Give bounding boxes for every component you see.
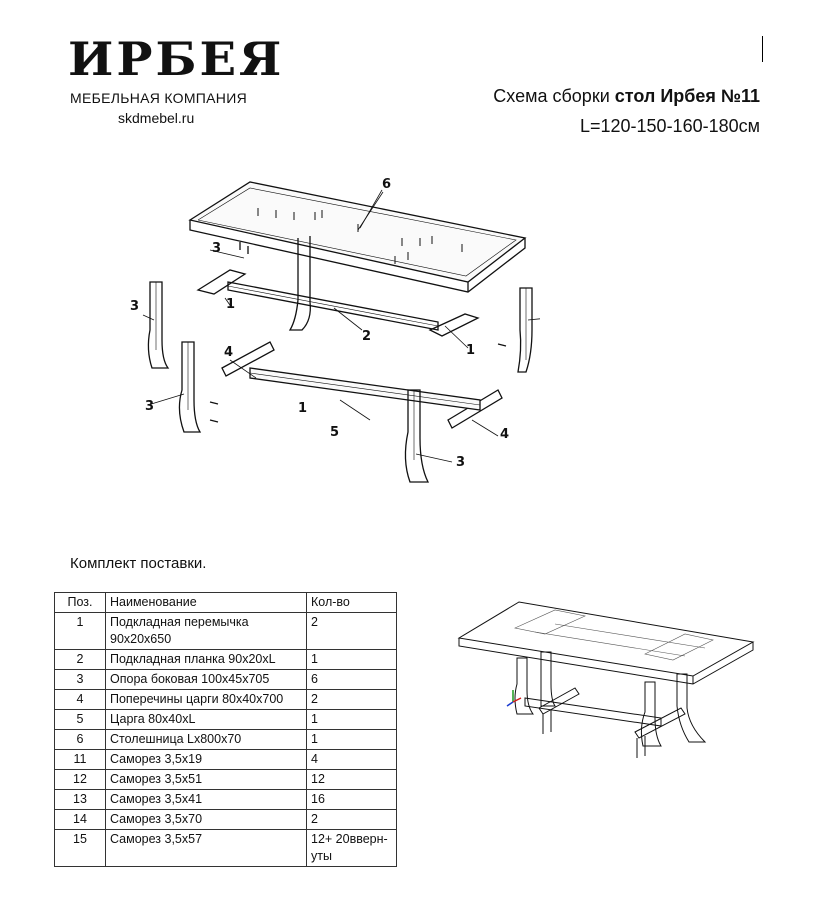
side-legs-right (498, 288, 540, 442)
table-header-row: Поз. Наименование Кол-во (54, 592, 397, 613)
kit-heading: Комплект поставки. (70, 555, 207, 572)
part-label: 3 (145, 399, 154, 414)
part-label: 3 (130, 299, 139, 314)
part-label: 3 (212, 241, 221, 256)
company-website: skdmebel.ru (118, 110, 195, 126)
column-header: Поз. (54, 592, 106, 613)
part-label: 4 (224, 345, 233, 360)
tabletop-part (190, 182, 525, 292)
part-labels: 6 3 1 2 1 3 3 4 1 5 4 3 3 3 (130, 177, 509, 470)
page-title: Схема сборки стол Ирбея №11 (493, 86, 760, 106)
leader-lines (143, 190, 540, 462)
company-name: МЕБЕЛЬНАЯ КОМПАНИЯ (70, 90, 247, 106)
part-label: 5 (330, 425, 339, 440)
part-label: 3 (456, 455, 465, 470)
part-label: 1 (226, 297, 235, 312)
part-label: 6 (382, 177, 391, 192)
column-header: Наименование (105, 592, 307, 613)
part-label: 4 (500, 427, 509, 442)
lower-frame-part (222, 342, 502, 482)
part-label: 2 (362, 329, 371, 344)
table-dimensions: L=120-150-160-180см (579, 116, 760, 136)
upper-frame-part (198, 236, 478, 336)
exploded-assembly-diagram: 6 3 1 2 1 3 3 4 1 5 4 3 3 3 (130, 177, 540, 500)
column-header: Кол-во (306, 592, 397, 613)
assembled-table-view (455, 598, 760, 768)
part-label: 1 (298, 401, 307, 416)
brand-logo: ИРБЕЯ (68, 33, 285, 87)
part-label: 1 (466, 343, 475, 358)
side-legs-left (148, 282, 218, 432)
text-cursor (762, 36, 763, 62)
